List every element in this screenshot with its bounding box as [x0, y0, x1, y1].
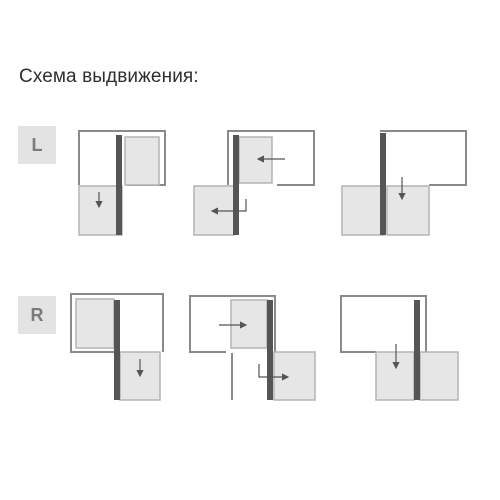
divider-post	[233, 135, 239, 235]
row-label-r: R	[18, 296, 56, 334]
arrow-down-right	[258, 364, 290, 381]
diagram-l-3	[341, 130, 467, 236]
rear-panel	[124, 136, 160, 186]
front-panel	[273, 351, 316, 401]
divider-post	[414, 300, 420, 400]
rear-panel	[75, 298, 115, 349]
cabinet-outline	[189, 295, 276, 353]
arrow-down-left	[210, 199, 247, 215]
divider-post	[380, 133, 386, 235]
front-panel	[78, 185, 123, 236]
divider-post	[116, 135, 122, 235]
diagram-r-1	[70, 293, 164, 401]
front-panel	[341, 185, 385, 236]
rear-panel	[230, 299, 268, 349]
page-title: Схема выдвижения:	[19, 66, 199, 87]
divider-post	[114, 300, 120, 400]
rear-panel	[238, 136, 273, 184]
cabinet-outline	[340, 295, 427, 353]
cabinet-outline	[70, 293, 164, 353]
diagram-r-2	[189, 295, 316, 401]
cabinet-outline	[380, 130, 467, 186]
front-panel	[375, 351, 415, 401]
diagram-l-2	[193, 130, 315, 236]
row-label-l: L	[18, 126, 56, 164]
cabinet-outline	[227, 130, 315, 186]
diagram-r-3	[340, 295, 459, 401]
diagram-l-1	[78, 130, 166, 236]
front-panel	[119, 351, 161, 401]
front-panel	[419, 351, 459, 401]
divider-post	[267, 300, 273, 400]
front-panel	[386, 185, 430, 236]
